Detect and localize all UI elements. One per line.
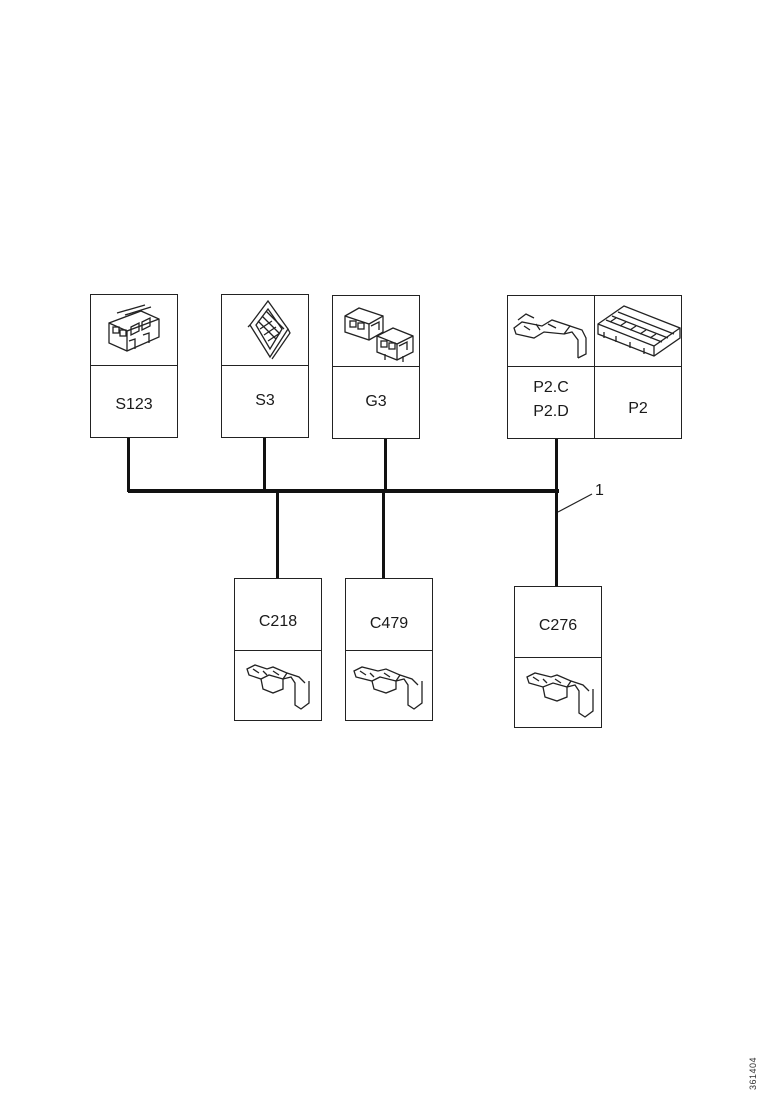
component-label-c218: C218 [258, 613, 298, 630]
connector-block-icon [108, 304, 160, 352]
component-label-s123: S123 [115, 396, 153, 413]
wire-c479 [382, 491, 385, 579]
component-s123[interactable]: S123 [90, 294, 178, 438]
component-label-c479: C479 [369, 615, 409, 632]
callout-leader [557, 493, 593, 513]
multi-pin-header-icon [597, 305, 681, 357]
component-c276[interactable]: C276 [514, 586, 602, 728]
component-label-c276: C276 [538, 617, 578, 634]
terminal-pin-icon [513, 313, 587, 359]
crimp-terminal-icon [353, 666, 423, 710]
wire-p2 [555, 439, 558, 492]
component-label-p2-c: P2.C [533, 379, 569, 396]
component-label-s3: S3 [255, 392, 275, 409]
angled-connector-icon [247, 299, 291, 360]
component-label-p2: P2 [628, 400, 648, 417]
callout-number: 1 [595, 482, 604, 499]
component-g3[interactable]: G3 [332, 295, 420, 439]
component-label-p2-d: P2.D [533, 403, 569, 420]
component-s3[interactable]: S3 [221, 294, 309, 438]
component-c479[interactable]: C479 [345, 578, 433, 721]
component-p2-group[interactable]: P2.C P2.D P2 [507, 295, 682, 439]
wire-s3 [263, 438, 266, 492]
crimp-terminal-icon [526, 672, 594, 718]
wire-s123 [127, 438, 130, 492]
main-harness-bus [128, 489, 559, 493]
wire-g3 [384, 439, 387, 492]
component-label-g3: G3 [365, 393, 387, 410]
twin-connector-icon [344, 307, 414, 362]
component-c218[interactable]: C218 [234, 578, 322, 721]
crimp-terminal-icon [246, 664, 310, 710]
wire-c276 [555, 491, 558, 587]
wire-c218 [276, 491, 279, 579]
figure-code: 361404 [748, 1056, 758, 1090]
